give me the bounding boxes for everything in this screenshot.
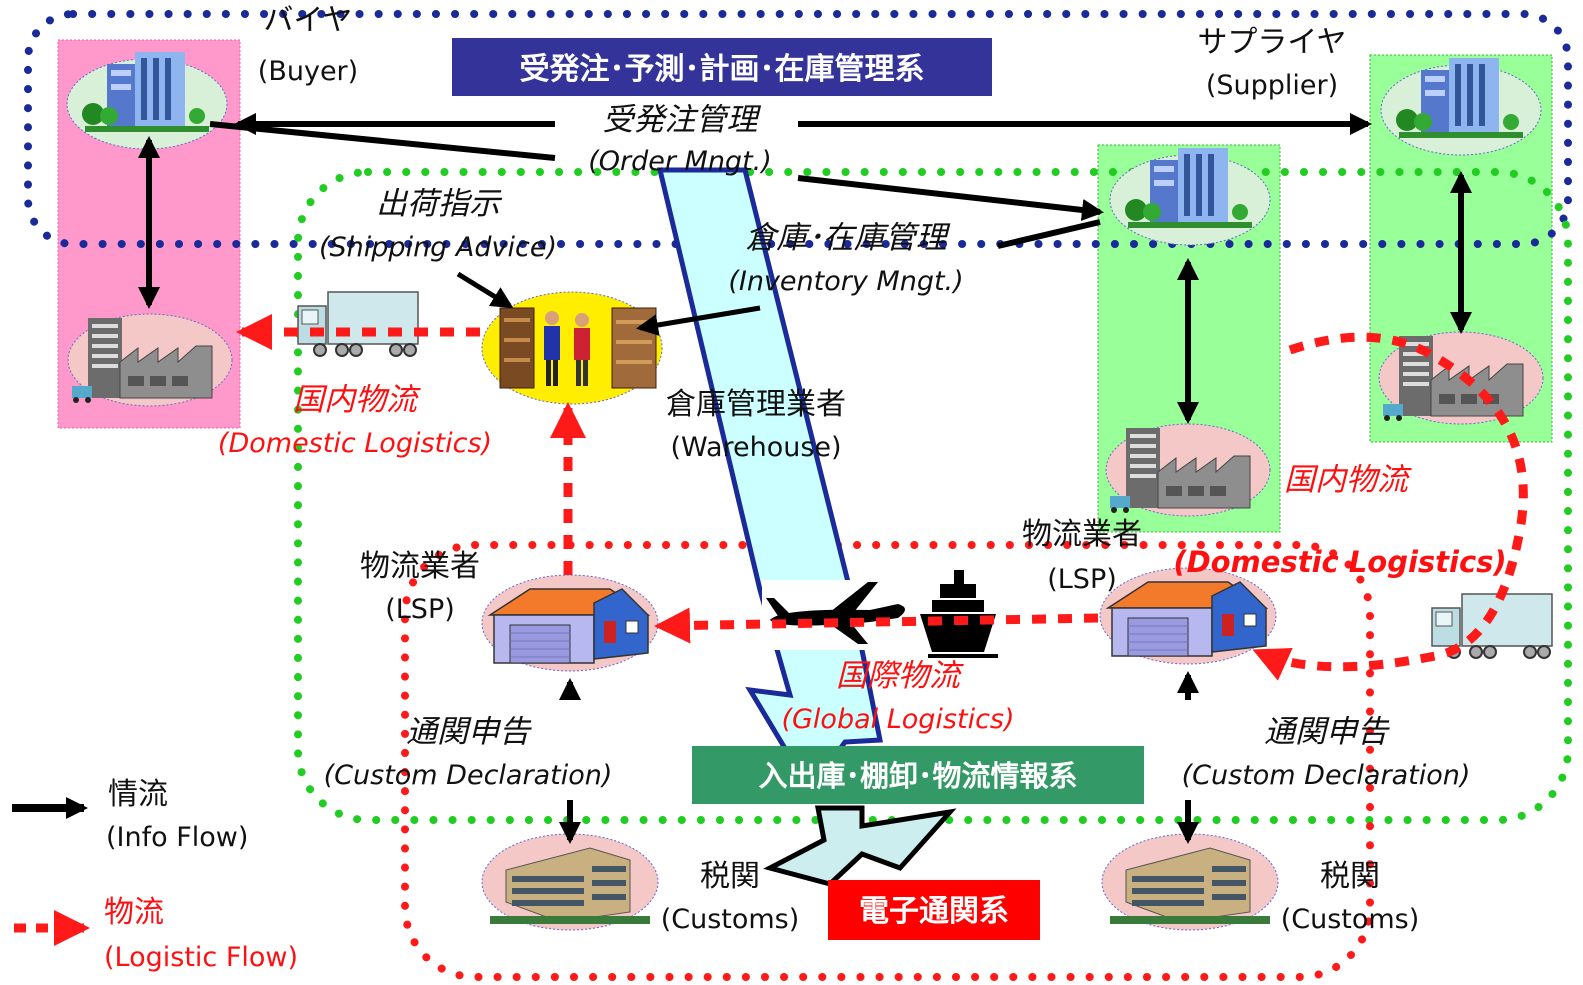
domestic-left-ja: 国内物流 (293, 382, 421, 418)
customs-right-building-icon (1101, 833, 1279, 931)
legend-logistic-en: (Logistic Flow) (104, 942, 298, 973)
info-flow-arrows (138, 113, 1472, 844)
customs-right-en: (Customs) (1281, 904, 1420, 935)
domestic-right-ja: 国内物流 (1284, 462, 1412, 498)
truck-icon (297, 291, 419, 357)
info-system-boundary (24, 10, 1572, 248)
lsp-right-warehouse-icon (1099, 567, 1277, 665)
warehouse-en: (Warehouse) (670, 432, 841, 463)
global-logistics-en: (Global Logistics) (781, 704, 1014, 735)
customs-left-ja: 税関 (700, 859, 760, 894)
global-logistics-ja: 国際物流 (836, 658, 964, 694)
logistic-flow-arrows (236, 314, 1528, 681)
lsp-left-en: (LSP) (385, 594, 455, 625)
shipping-advice-en: (Shipping Advice) (319, 232, 557, 263)
custom-decl-left-ja: 通関申告 (406, 714, 532, 750)
order-system-banner (452, 38, 992, 96)
shipping-advice-ja: 出荷指示 (376, 186, 503, 222)
warehouse-ja: 倉庫管理業者 (666, 387, 846, 422)
buyer-label-ja: バイヤ (263, 3, 352, 38)
warehouse-workers-icon (481, 291, 663, 405)
lsp-left-warehouse-icon (481, 574, 659, 672)
legend-logistic-ja: 物流 (104, 895, 164, 930)
warehouse-system-banner (692, 746, 1144, 804)
inventory-mngt-en: (Inventory Mngt.) (728, 266, 963, 297)
airplane-icon (762, 580, 912, 650)
order-system-label: 受発注･予測･計画･在庫管理系 (520, 52, 925, 87)
customs-left-building-icon (481, 833, 659, 931)
buyer-label-en: (Buyer) (258, 56, 358, 87)
supplier-label-ja: サプライヤ (1197, 25, 1346, 60)
custom-decl-right-en: (Custom Declaration) (1182, 760, 1471, 791)
warehouse-system-label: 入出庫･棚卸･物流情報系 (758, 759, 1077, 793)
lsp-left-ja: 物流業者 (360, 549, 480, 584)
inventory-mngt-ja: 倉庫･在庫管理 (745, 220, 950, 256)
order-mngt-ja: 受発注管理 (603, 102, 762, 138)
customs-system-label: 電子通関系 (859, 894, 1009, 929)
lsp-right-ja: 物流業者 (1022, 517, 1142, 552)
buyer-factory-icon (67, 313, 233, 407)
custom-decl-right-ja: 通関申告 (1264, 714, 1390, 750)
down-flow-arrow (763, 805, 957, 887)
supplier-wh-factory-icon (1105, 423, 1271, 517)
legend: 情流 (Info Flow) 物流 (Logistic Flow) (12, 777, 298, 973)
supplier-label-en: (Supplier) (1206, 70, 1338, 101)
order-mngt-en: (Order Mngt.) (588, 146, 772, 177)
legend-info-en: (Info Flow) (106, 822, 248, 853)
legend-info-ja: 情流 (108, 777, 168, 812)
domestic-right-en: (Domestic Logistics) (1173, 545, 1506, 579)
big-flow-arrow (656, 167, 884, 795)
customs-right-ja: 税関 (1320, 859, 1380, 894)
customs-left-en: (Customs) (661, 904, 800, 935)
lsp-right-en: (LSP) (1047, 564, 1117, 595)
domestic-left-en: (Domestic Logistics) (218, 428, 492, 459)
customs-system-banner (828, 880, 1040, 940)
custom-decl-left-en: (Custom Declaration) (324, 760, 613, 791)
